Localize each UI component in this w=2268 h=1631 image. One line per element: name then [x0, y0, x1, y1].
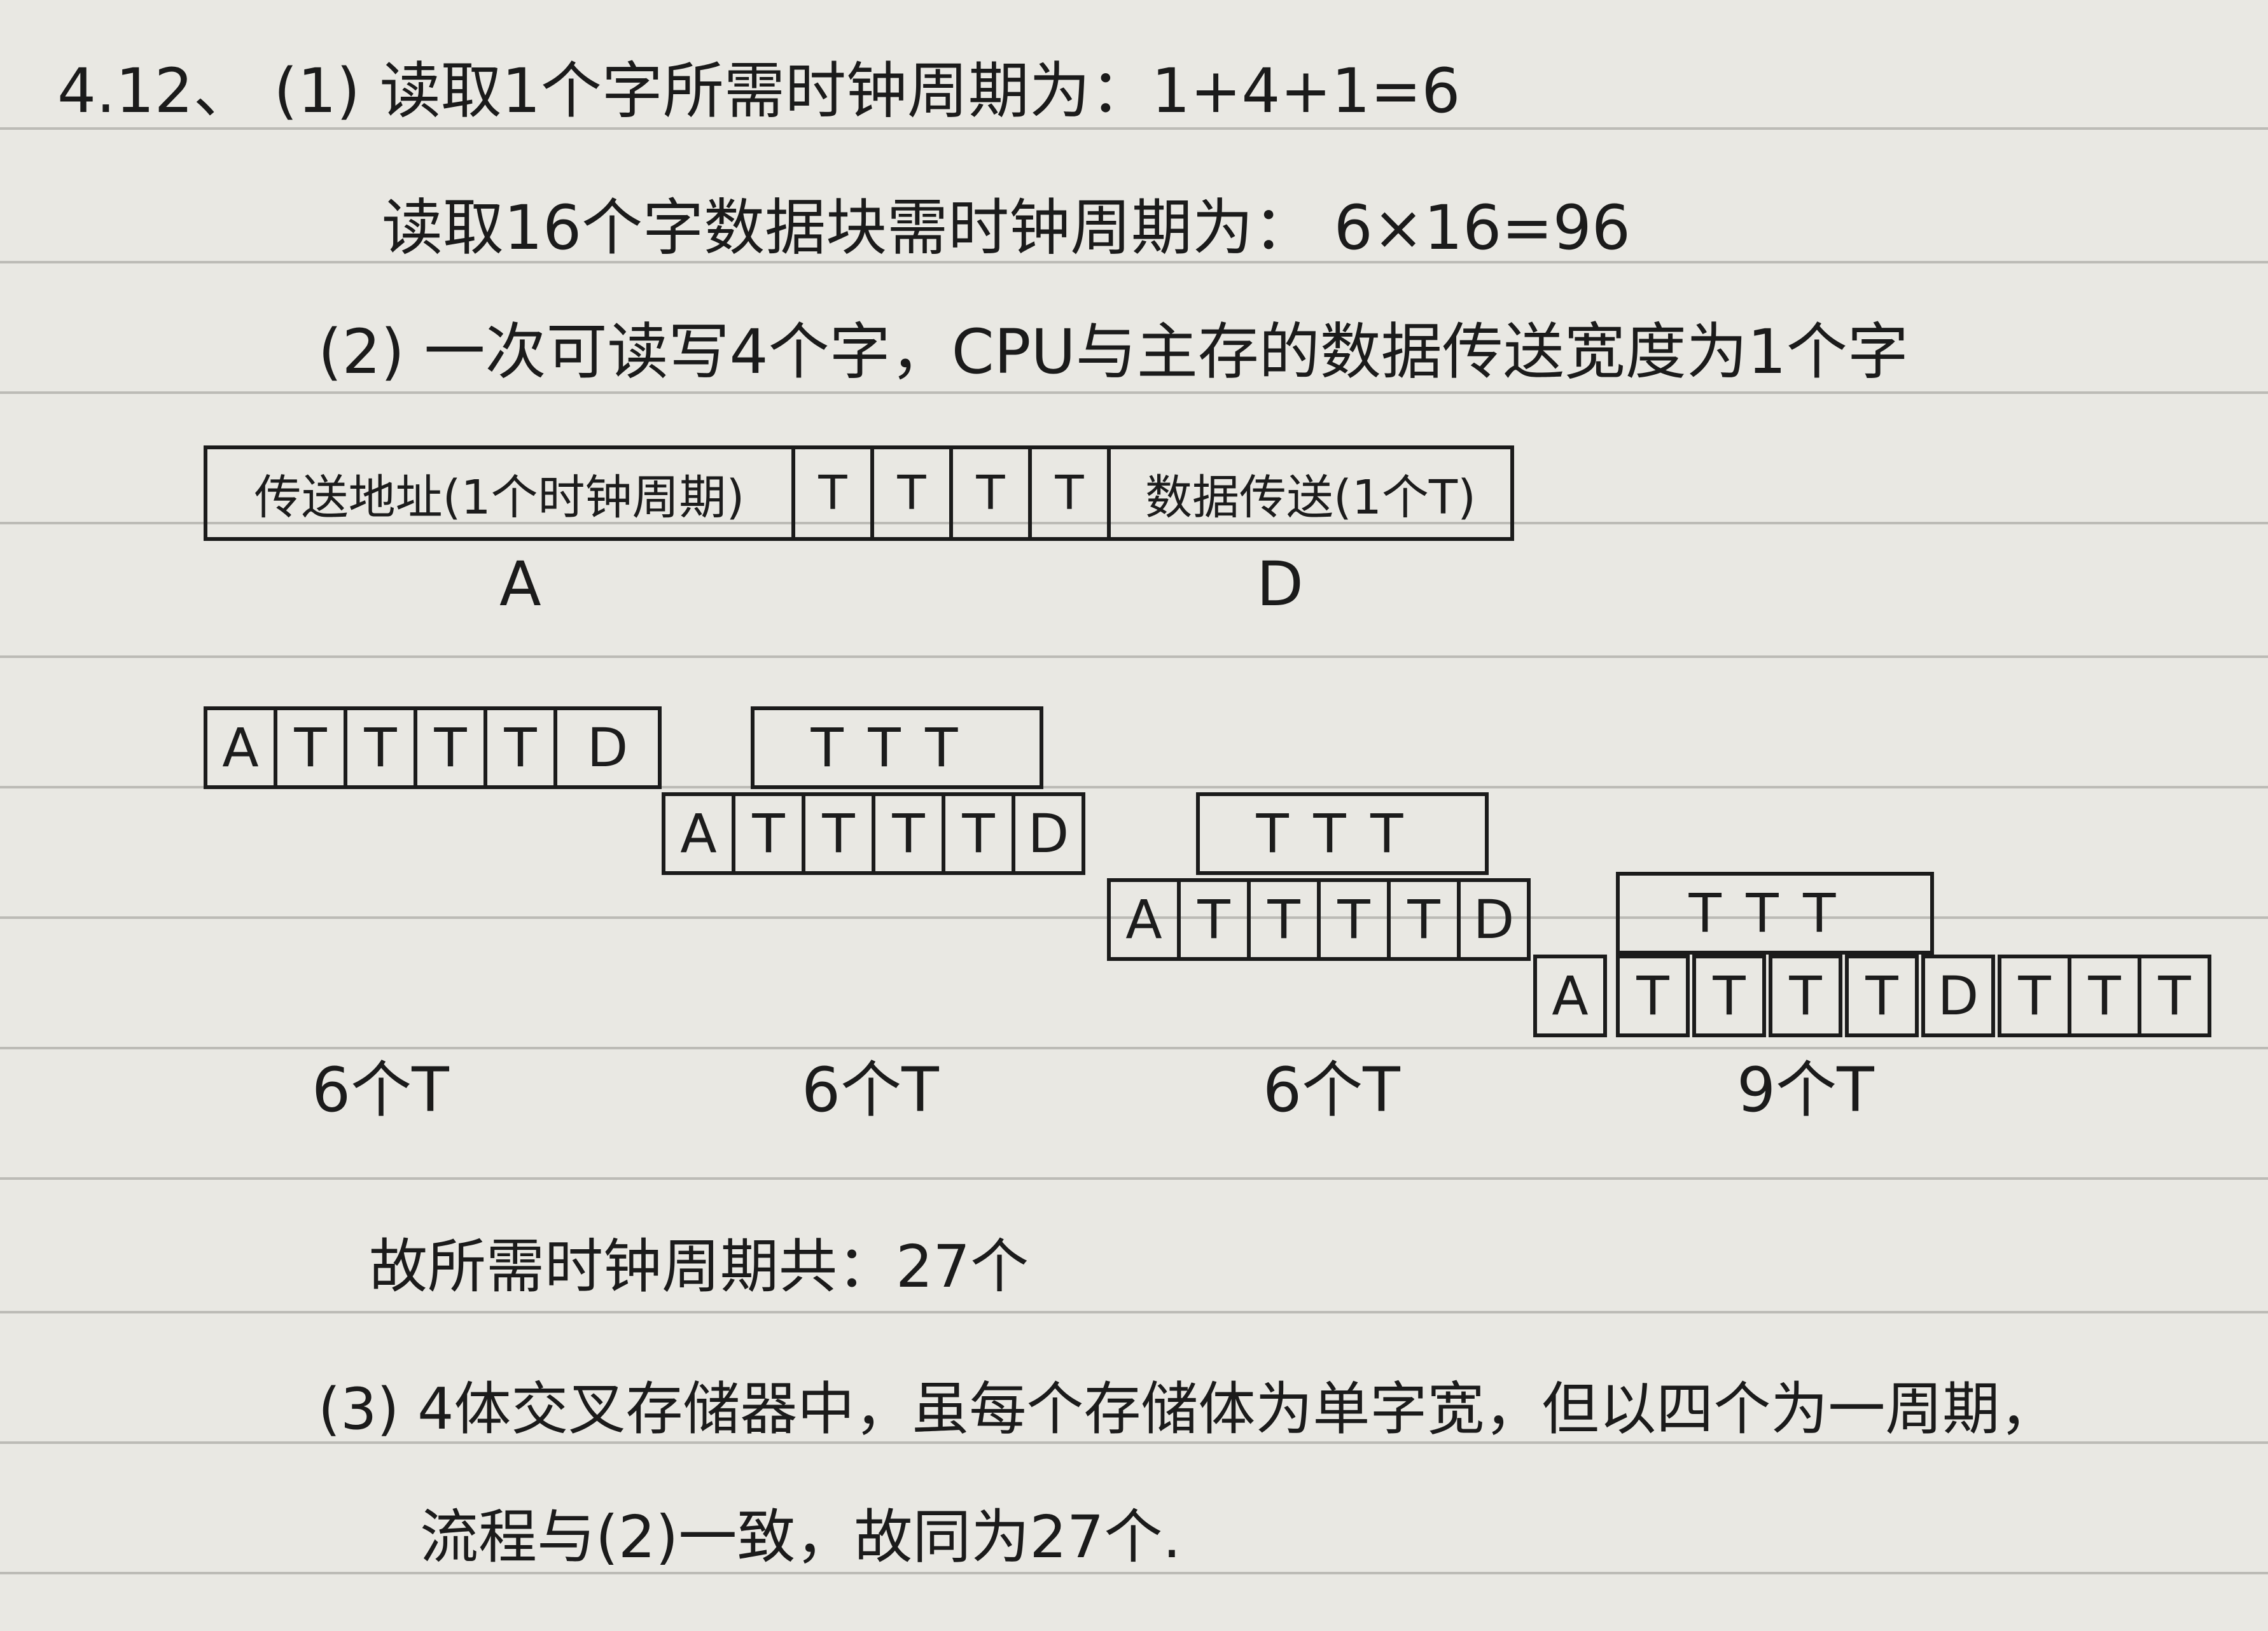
- page-rule: [0, 391, 2268, 394]
- pipeline-cell-wait: T: [942, 792, 1015, 875]
- pipeline-cell-data: D: [1921, 955, 1995, 1037]
- pipeline-cell-wait: T: [484, 706, 557, 789]
- pipeline-cell-wait: T: [872, 792, 945, 875]
- pipeline-cell-tail: T: [2068, 955, 2141, 1037]
- overlap-wait-box: TTT: [751, 706, 1043, 789]
- pipeline-cell-tail: T: [1998, 955, 2071, 1037]
- page-rule: [0, 522, 2268, 524]
- wait-cycle-box: T: [949, 445, 1032, 541]
- question-part3-line2: 流程与(2)一致，故同为27个.: [420, 1503, 1181, 1571]
- question-part2-line: (2) 一次可读写4个字，CPU与主存的数据传送宽度为1个字: [318, 316, 1909, 388]
- pipeline-cell-wait: T: [1769, 955, 1842, 1037]
- cycle-count-label: 6个T: [802, 1054, 939, 1126]
- page-rule: [0, 786, 2268, 788]
- overlap-wait-box: TTT: [1616, 872, 1934, 955]
- page-rule: [0, 1311, 2268, 1313]
- wait-cycle-box: T: [791, 445, 874, 541]
- pipeline-cell-wait: T: [1177, 878, 1251, 961]
- address-phase-label: A: [499, 549, 541, 620]
- pipeline-cell-data: D: [1012, 792, 1085, 875]
- page-rule: [0, 261, 2268, 263]
- pipeline-cell-wait: T: [1692, 955, 1766, 1037]
- question-part1-line: 4.12、 (1) 读取1个字所需时钟周期为：1+4+1=6: [57, 55, 1461, 127]
- page-rule: [0, 1441, 2268, 1444]
- total-cycles-line: 故所需时钟周期共：27个: [369, 1233, 1029, 1301]
- pipeline-cell-wait: T: [344, 706, 417, 789]
- pipeline-cell-data: D: [553, 706, 662, 789]
- pipeline-cell-wait: T: [1387, 878, 1461, 961]
- wait-cycle-box: T: [870, 445, 953, 541]
- pipeline-cell-wait: T: [1317, 878, 1391, 961]
- page-rule: [0, 1572, 2268, 1574]
- pipeline-cell-wait: T: [802, 792, 875, 875]
- page-rule: [0, 916, 2268, 919]
- page-rule: [0, 1177, 2268, 1180]
- data-phase-label: D: [1256, 549, 1304, 620]
- pipeline-cell-wait: T: [274, 706, 347, 789]
- pipeline-cell-address: A: [204, 706, 277, 789]
- pipeline-cell-wait: T: [1247, 878, 1321, 961]
- question-part3-line1: (3) 4体交叉存储器中，虽每个存储体为单字宽，但以四个为一周期，: [318, 1376, 2057, 1443]
- wait-cycle-box: T: [1028, 445, 1111, 541]
- pipeline-cell-address: A: [1107, 878, 1181, 961]
- bus-cycle-legend: 传送地址(1个时钟周期) T T T T 数据传送(1个T): [204, 445, 1514, 541]
- page-rule: [0, 127, 2268, 130]
- pipeline-cell-wait: T: [1845, 955, 1919, 1037]
- pipeline-cell-wait: T: [732, 792, 805, 875]
- pipeline-cell-wait: T: [414, 706, 487, 789]
- cycle-count-label: 9个T: [1737, 1054, 1874, 1126]
- cycle-count-label: 6个T: [312, 1054, 449, 1126]
- address-transfer-box: 传送地址(1个时钟周期): [204, 445, 795, 541]
- data-transfer-box: 数据传送(1个T): [1107, 445, 1514, 541]
- cycle-count-label: 6个T: [1263, 1054, 1400, 1126]
- pipeline-cell-data: D: [1457, 878, 1531, 961]
- overlap-wait-box: TTT: [1196, 792, 1489, 875]
- pipeline-cell-tail: T: [2138, 955, 2211, 1037]
- pipeline-cell-address: A: [662, 792, 735, 875]
- page-rule: [0, 655, 2268, 658]
- pipeline-cell-wait: T: [1616, 955, 1690, 1037]
- block-cycles-line: 读取16个字数据块需时钟周期为： 6×16=96: [382, 192, 1631, 263]
- page-rule: [0, 1047, 2268, 1049]
- pipeline-cell-address: A: [1533, 955, 1607, 1037]
